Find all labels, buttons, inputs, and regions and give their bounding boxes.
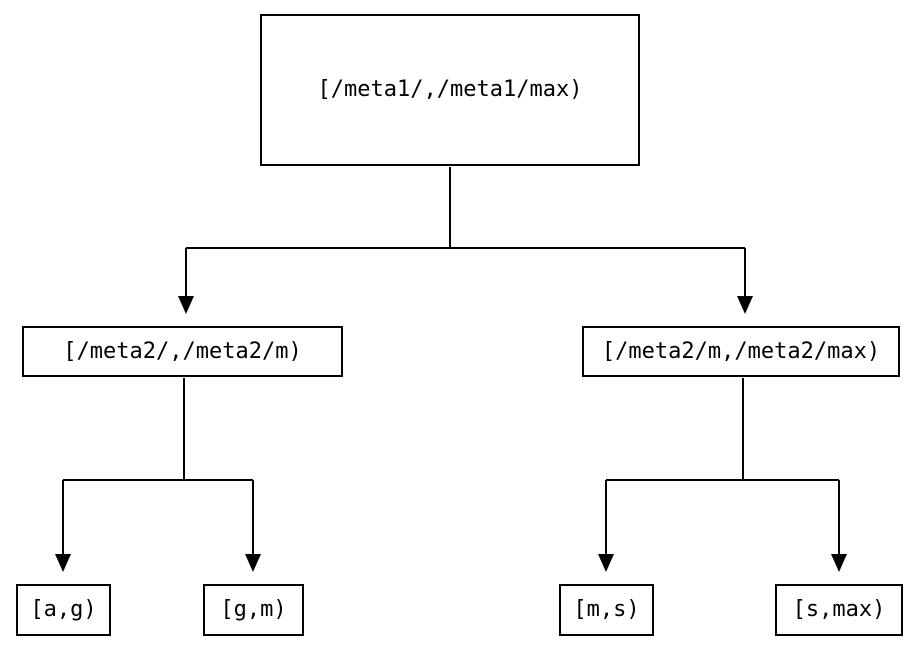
node-leaf-a-g: [a,g) [16,584,111,636]
node-leaf-g-m-label: [g,m) [220,597,287,622]
edge-root-branch [185,167,746,296]
node-leaf-a-g-label: [a,g) [30,597,97,622]
node-meta2-left-range: [/meta2/,/meta2/m) [22,326,343,377]
node-leaf-m-s-label: [m,s) [573,597,640,622]
edge-right-branch [605,378,840,554]
arrowhead-down-icon [737,296,753,314]
node-leaf-g-m: [g,m) [203,584,304,636]
node-root-label: [/meta1/,/meta1/max) [317,77,583,102]
arrowhead-down-icon [55,554,71,572]
arrowhead-down-icon [598,554,614,572]
arrowhead-down-icon [178,296,194,314]
node-meta2-right-range: [/meta2/m,/meta2/max) [582,326,900,377]
arrowhead-down-icon [831,554,847,572]
node-leaf-s-max: [s,max) [775,584,903,636]
node-leaf-m-s: [m,s) [559,584,654,636]
edge-left-branch [62,378,254,554]
arrowhead-down-icon [245,554,261,572]
node-leaf-s-max-label: [s,max) [792,597,886,622]
node-root-range: [/meta1/,/meta1/max) [260,14,640,166]
node-meta2-right-label: [/meta2/m,/meta2/max) [601,338,881,364]
node-meta2-left-label: [/meta2/,/meta2/m) [63,338,302,364]
